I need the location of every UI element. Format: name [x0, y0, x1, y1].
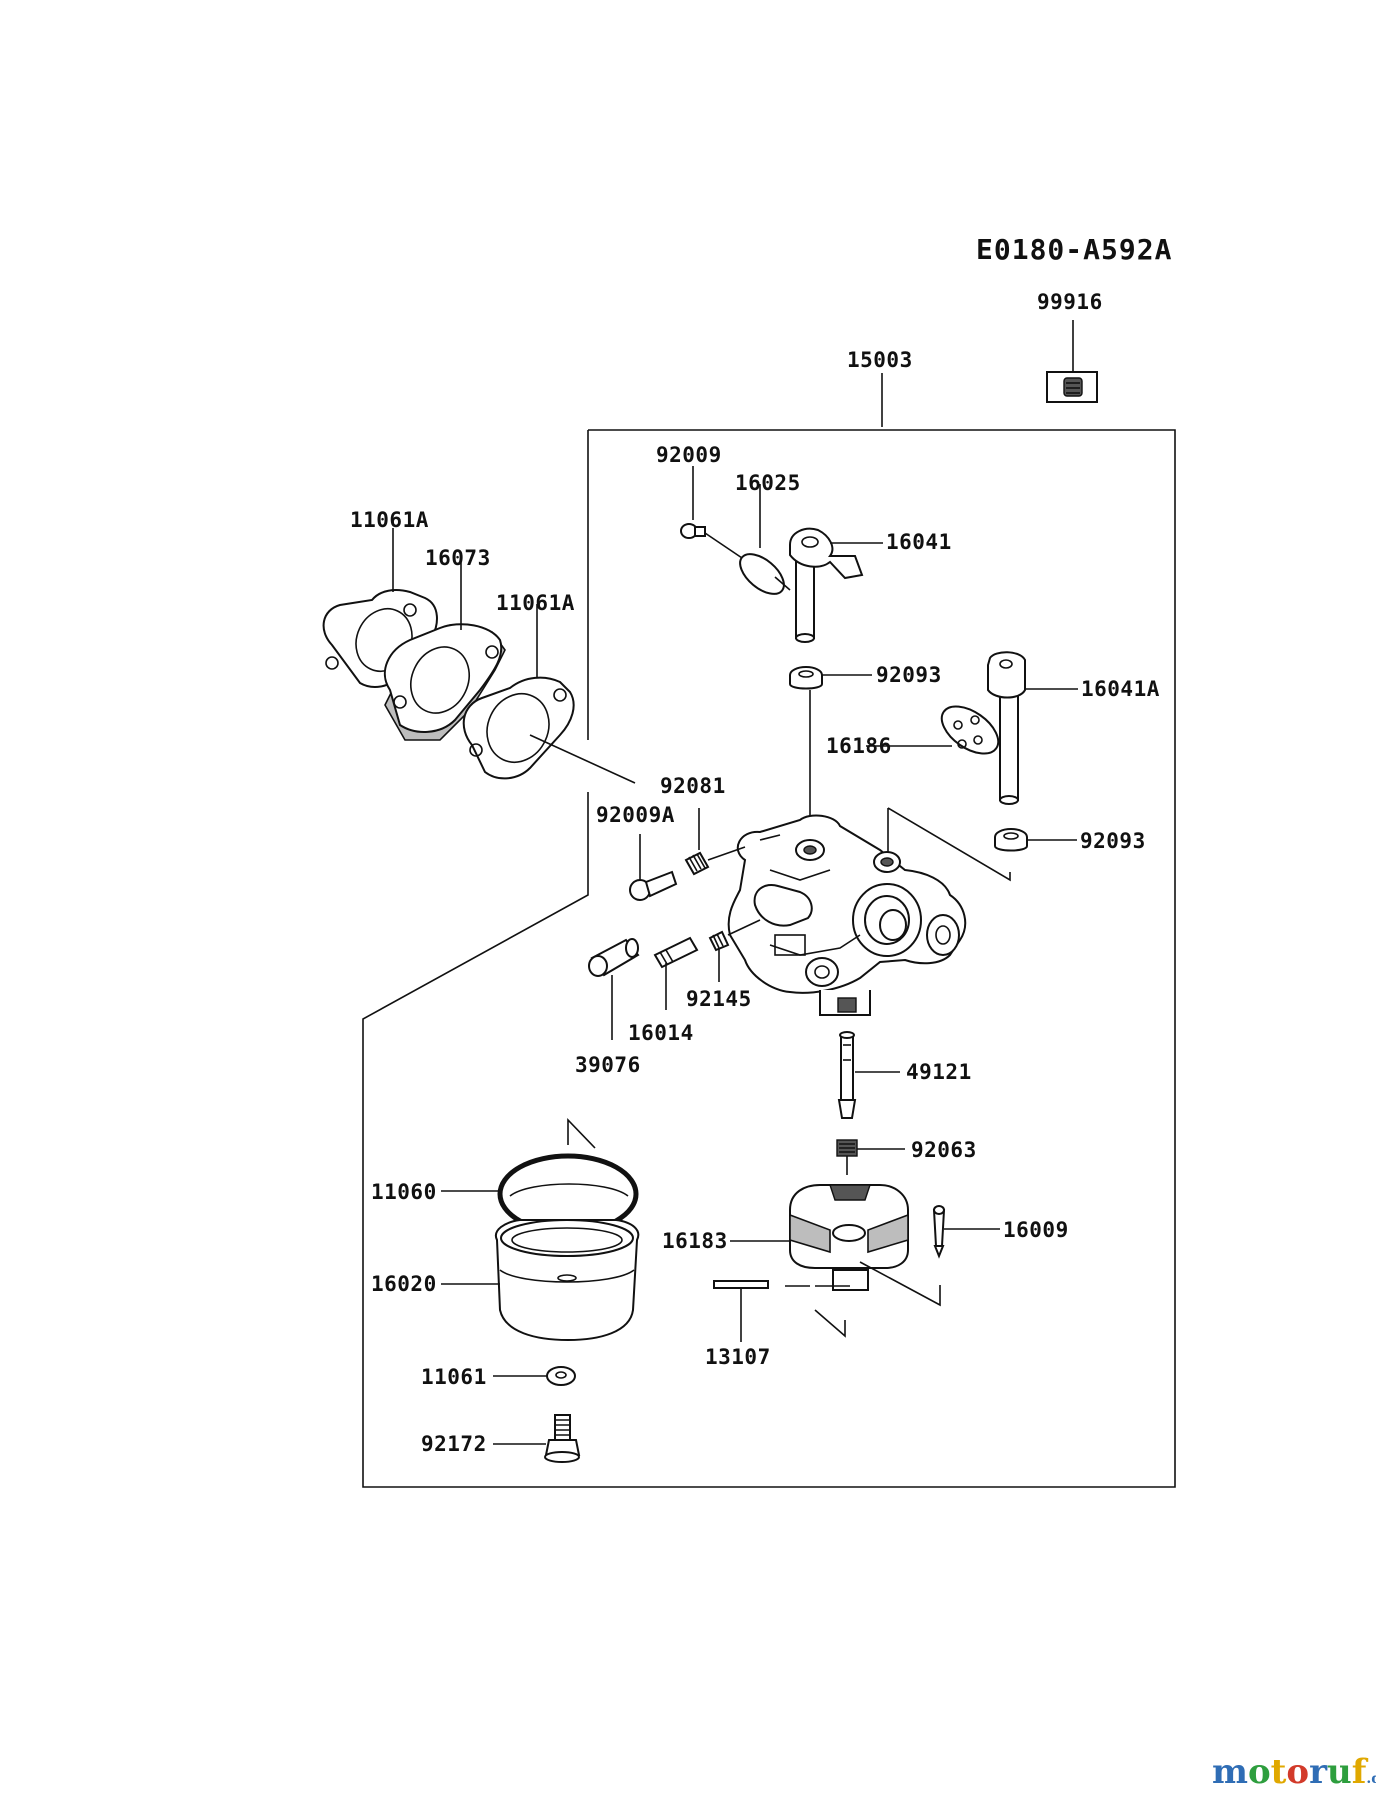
label-16041A: 16041A [1081, 677, 1160, 701]
part-99916-plug [1046, 320, 1098, 403]
label-16014: 16014 [628, 1021, 694, 1045]
label-16020: 16020 [371, 1272, 437, 1296]
label-39076: 39076 [575, 1053, 641, 1077]
part-16186-throttle-plate [866, 705, 1000, 755]
label-92093-upper: 92093 [876, 663, 942, 687]
label-15003: 15003 [847, 348, 913, 372]
diagram-code: E0180-A592A [976, 233, 1172, 266]
label-92145: 92145 [686, 987, 752, 1011]
assembly-boundary [362, 373, 1176, 1488]
part-16009-float-needle [932, 1205, 1000, 1259]
label-92081: 92081 [660, 774, 726, 798]
part-92093-seal-upper [789, 666, 872, 820]
part-16025-choke-plate [739, 484, 791, 595]
part-11061-washer [493, 1366, 576, 1386]
watermark-letter: t [1271, 1752, 1287, 1792]
motoruf-watermark-logo: motoruf.de [1212, 1752, 1376, 1792]
part-16041-choke-shaft [789, 527, 883, 643]
label-11061: 11061 [421, 1365, 487, 1389]
label-49121: 49121 [906, 1060, 972, 1084]
part-labels: 99916 15003 92009 16025 16041 11061A 160… [350, 290, 1160, 1456]
label-13107: 13107 [705, 1345, 771, 1369]
label-92009: 92009 [656, 443, 722, 467]
part-92081-spring [684, 808, 746, 876]
label-99916: 99916 [1037, 290, 1103, 314]
watermark-suffix: .de [1366, 1771, 1376, 1787]
label-16183: 16183 [662, 1229, 728, 1253]
label-16009: 16009 [1003, 1218, 1069, 1242]
part-13107-float-pin [713, 1280, 850, 1342]
part-16073-insulator [383, 558, 506, 741]
part-92145-spring [708, 919, 761, 982]
part-16014-jet [653, 936, 699, 1010]
label-11061A-lower: 11061A [496, 591, 575, 615]
part-49121-emulsion-tube [837, 1031, 900, 1119]
watermark-letter: o [1286, 1752, 1309, 1792]
watermark-letter: f [1352, 1752, 1369, 1792]
label-16041: 16041 [886, 530, 952, 554]
label-92063: 92063 [911, 1138, 977, 1162]
label-92009A: 92009A [596, 803, 675, 827]
watermark-letter: m [1212, 1752, 1248, 1792]
svg-text:motoruf.de: motoruf.de [1212, 1752, 1376, 1792]
label-16025: 16025 [735, 471, 801, 495]
part-92093-seal-lower [994, 828, 1077, 852]
part-92009-screw [680, 466, 746, 561]
part-11060-gasket-ring [441, 1118, 639, 1235]
part-16020-float-bowl [441, 1219, 640, 1342]
part-16183-float [730, 1184, 941, 1307]
label-92172: 92172 [421, 1432, 487, 1456]
label-11061A-upper: 11061A [350, 508, 429, 532]
part-92063-main-jet [836, 1139, 905, 1175]
label-11060: 11060 [371, 1180, 437, 1204]
label-92093-lower: 92093 [1080, 829, 1146, 853]
part-92009A-pilot-screw [629, 834, 678, 901]
watermark-letter: o [1248, 1752, 1271, 1792]
label-16186: 16186 [826, 734, 892, 758]
part-16041A-throttle-shaft [987, 651, 1078, 805]
part-39076-cap [588, 938, 640, 1040]
carburetor-body [727, 807, 1011, 1016]
watermark-letter: r [1309, 1752, 1328, 1792]
label-16073: 16073 [425, 546, 491, 570]
part-11061A-gasket-lower [462, 604, 636, 784]
watermark-letter: u [1327, 1752, 1352, 1792]
part-92172-bolt [493, 1414, 581, 1463]
